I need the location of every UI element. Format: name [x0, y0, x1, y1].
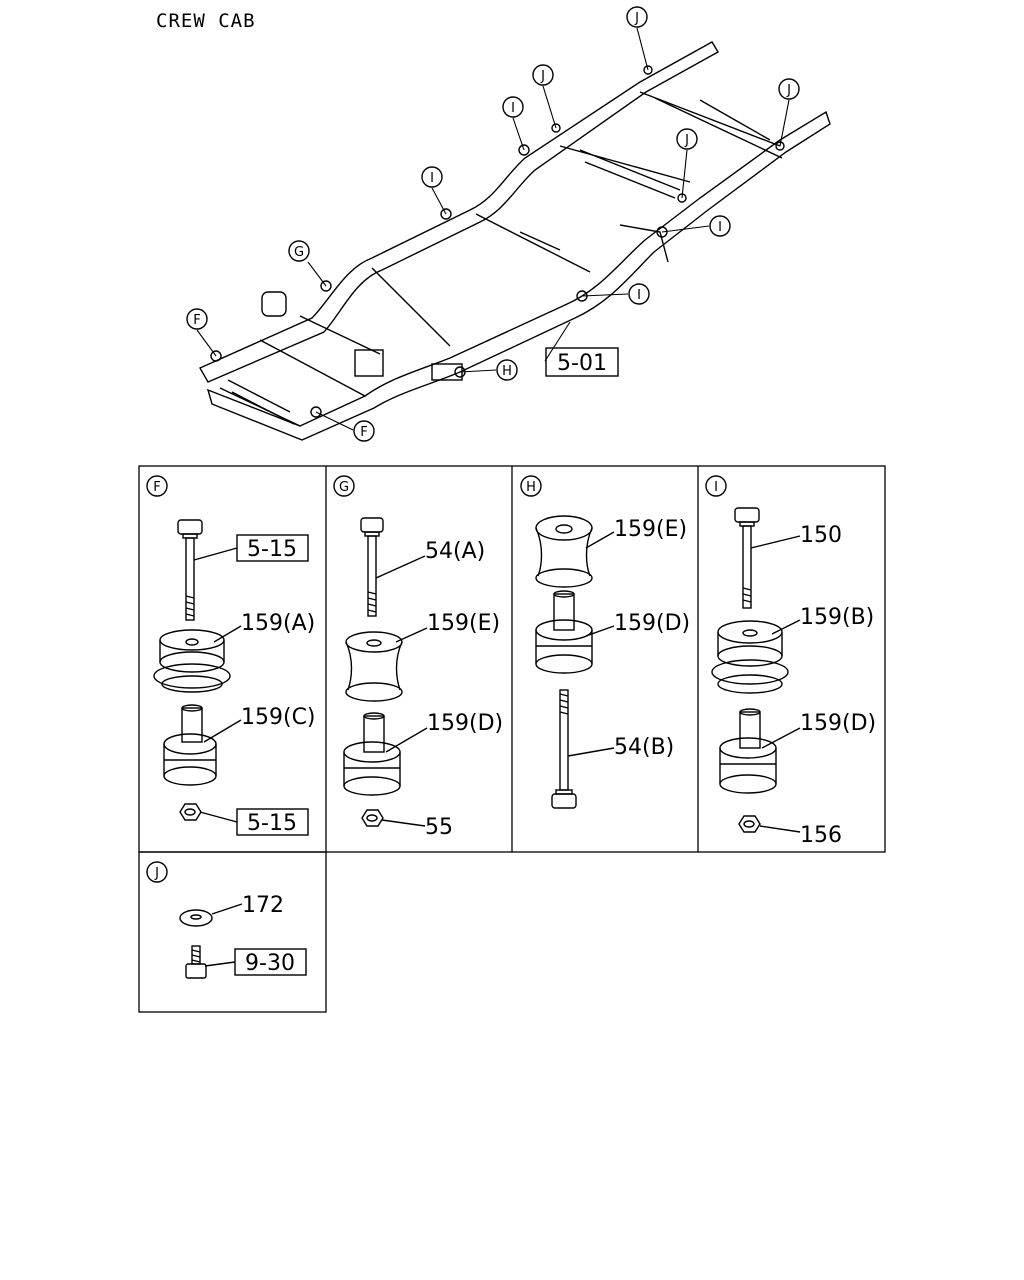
svg-text:172: 172 [242, 893, 284, 918]
panel-grid [138, 465, 886, 1013]
callout-j: J [626, 6, 648, 28]
nut-icon [361, 809, 384, 827]
svg-text:I: I [714, 480, 718, 495]
svg-text:J: J [634, 11, 639, 26]
callout-h: H [496, 359, 518, 381]
panel-j: J 172 9-30 [146, 861, 307, 979]
svg-text:159(C): 159(C) [241, 705, 316, 730]
svg-text:150: 150 [800, 523, 842, 548]
cushion-icon [719, 708, 777, 794]
diagram-title: CREW CAB [156, 10, 256, 32]
bolt-icon [734, 507, 760, 609]
svg-text:159(D): 159(D) [427, 711, 503, 736]
callout-leaders [196, 27, 790, 431]
cushion-icon [343, 712, 401, 796]
svg-text:I: I [430, 171, 434, 186]
cushion-icon [153, 629, 231, 693]
callout-i: I [502, 96, 524, 118]
callout-f: F [353, 420, 375, 442]
svg-text:54(B): 54(B) [614, 735, 674, 760]
nut-icon [738, 815, 761, 833]
callout-i: I [709, 215, 731, 237]
washer-icon [179, 909, 213, 927]
callout-j: J [532, 64, 554, 86]
cushion-icon [345, 631, 403, 702]
callout-i: I [628, 283, 650, 305]
panel-f: F 5-15 159(A) [146, 475, 316, 836]
panel-h: H 159(E) 159(D) 54(B) [520, 475, 690, 809]
svg-text:F: F [153, 480, 160, 495]
svg-text:159(D): 159(D) [800, 711, 876, 736]
cushion-icon [163, 704, 217, 786]
cushion-icon [535, 590, 593, 674]
frame-callouts: J J I I J J I I G F F H [186, 6, 800, 442]
callout-j: J [778, 78, 800, 100]
svg-text:54(A): 54(A) [425, 539, 485, 564]
svg-text:9-30: 9-30 [245, 951, 295, 976]
svg-text:159(A): 159(A) [241, 611, 315, 636]
svg-text:G: G [294, 245, 304, 260]
chassis-frame [199, 41, 831, 441]
bolt-icon [177, 519, 203, 621]
svg-text:I: I [511, 101, 515, 116]
svg-text:F: F [360, 425, 367, 440]
svg-text:5-15: 5-15 [247, 537, 297, 562]
cushion-icon [711, 620, 789, 694]
bolt-icon [551, 689, 577, 809]
svg-text:J: J [786, 83, 791, 98]
panel-i: I 150 159(B) 159(D) [705, 475, 876, 848]
svg-text:156: 156 [800, 823, 842, 848]
svg-text:J: J [154, 866, 159, 881]
svg-text:G: G [339, 480, 349, 495]
frame-ref-box: 5-01 [545, 347, 619, 377]
svg-text:H: H [502, 364, 512, 379]
svg-text:H: H [526, 480, 536, 495]
svg-text:159(B): 159(B) [800, 605, 874, 630]
callout-i: I [421, 166, 443, 188]
screw-icon [185, 945, 207, 979]
svg-text:F: F [193, 313, 200, 328]
svg-text:159(E): 159(E) [614, 517, 687, 542]
callout-j: J [676, 128, 698, 150]
nut-icon [179, 803, 202, 821]
panel-g: G 54(A) 159(E) 159(D) [333, 475, 503, 840]
svg-text:5-01: 5-01 [557, 351, 607, 376]
cushion-icon [535, 515, 593, 588]
svg-text:I: I [718, 220, 722, 235]
svg-text:159(D): 159(D) [614, 611, 690, 636]
bolt-icon [360, 517, 384, 617]
svg-text:J: J [684, 133, 689, 148]
svg-text:J: J [540, 69, 545, 84]
callout-g: G [288, 240, 310, 262]
svg-text:5-15: 5-15 [247, 811, 297, 836]
callout-f: F [186, 308, 208, 330]
svg-text:55: 55 [425, 815, 453, 840]
svg-text:I: I [637, 288, 641, 303]
svg-text:159(E): 159(E) [427, 611, 500, 636]
